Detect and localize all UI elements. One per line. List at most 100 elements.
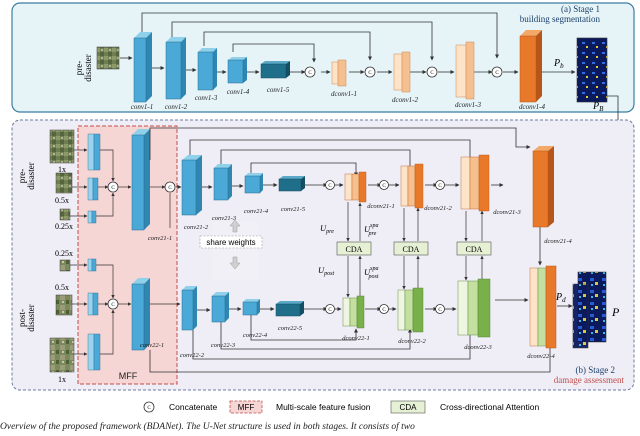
cda-connections — [346, 202, 484, 298]
conv1-4-block — [227, 59, 244, 84]
conv22-3-block — [211, 295, 226, 323]
label-dconv1-1: dconv1-1 — [331, 90, 357, 98]
p-label: P — [611, 305, 620, 319]
cda-label: CDA — [403, 245, 420, 254]
mff-pre-blocks — [87, 129, 150, 231]
mff-concat-nodes — [107, 181, 176, 310]
scale-label: 1x — [58, 165, 66, 174]
concat-letter: C — [308, 71, 312, 76]
legend-cda-box-label: CDA — [400, 403, 418, 412]
dconv22-1-block — [356, 295, 365, 329]
label-conv1-4: conv1-4 — [227, 88, 250, 96]
stage1-forward-arrows — [120, 56, 576, 74]
stage1-concat-nodes — [304, 66, 503, 78]
label-conv21-1: conv21-1 — [148, 235, 172, 242]
legend-concat-text: Concatenate — [169, 402, 217, 412]
stage2-post-concat-letters: C C C — [328, 308, 442, 313]
mff-post-blocks — [87, 258, 150, 371]
label-dconv21-4: dconv21-4 — [544, 238, 572, 245]
cda-box-2 — [393, 241, 429, 256]
label-conv21-5: conv21-5 — [281, 206, 306, 213]
dconv21-3-block — [478, 154, 490, 212]
stage2-pre-skip-connections — [149, 127, 531, 177]
conv22-2-block — [181, 289, 194, 331]
conv22-1-block — [131, 283, 145, 351]
concat-letter: C — [495, 71, 499, 76]
stage2-post-label-a: post- — [17, 309, 27, 327]
mff-concat-letters: C C C — [111, 186, 172, 308]
stage2-output-map-back — [572, 283, 589, 349]
mff-label: MFF — [119, 371, 138, 381]
scale-label: 0.5x — [55, 283, 69, 292]
legend-cda-text: Cross-directional Attention — [440, 402, 539, 412]
label-conv1-2: conv1-2 — [165, 103, 188, 111]
concat-letter: C — [438, 184, 442, 189]
legend-concat-letter: C — [147, 406, 151, 411]
label-dconv22-4: dconv22-4 — [527, 353, 555, 360]
dconv21-1-block — [358, 171, 367, 203]
pre-input-images — [49, 129, 75, 221]
label-conv22-3: conv22-3 — [211, 342, 236, 349]
legend-mff-text: Multi-scale feature fusion — [276, 402, 371, 412]
concat-letter: C — [430, 71, 434, 76]
dconv1-3-block-a — [455, 44, 467, 98]
concat-letter: C — [382, 184, 386, 189]
stage2-post-concat — [325, 304, 445, 314]
conv21-5-block — [278, 178, 302, 192]
stage2-post-decoder — [342, 265, 557, 349]
label-dconv1-4: dconv1-4 — [519, 103, 546, 111]
cda-box-3 — [456, 241, 492, 256]
post-image-0.5x — [55, 294, 73, 316]
conv21-4-block — [244, 175, 261, 194]
scale-label: 0.25x — [55, 249, 73, 258]
stage1-concat-letters: C C C C — [308, 71, 499, 76]
concat-letter: C — [111, 303, 115, 308]
label-dconv1-3: dconv1-3 — [455, 101, 482, 109]
conv1-3-block — [197, 51, 214, 91]
concat-node — [364, 66, 376, 78]
label-dconv21-1: dconv21-1 — [367, 203, 394, 210]
stage2-post-encoder — [181, 286, 304, 331]
concat-node — [491, 66, 503, 78]
label-conv1-5: conv1-5 — [267, 86, 290, 94]
caption: Overview of the proposed framework (BDAN… — [0, 421, 415, 431]
label-dconv21-3: dconv21-3 — [493, 209, 521, 216]
conv1-2-block — [165, 41, 182, 100]
pre-image-0.25x — [59, 208, 71, 221]
conv21-2-block — [181, 159, 197, 216]
stage2-post-skip-connections — [149, 279, 552, 373]
legend: C Concatenate MFF Multi-scale feature fu… — [143, 400, 539, 414]
dconv1-2-block — [401, 51, 411, 93]
label-conv21-4: conv21-4 — [244, 208, 269, 215]
dconv22-3-block — [477, 278, 491, 338]
legend-mff-box-label: MFF — [238, 403, 255, 412]
mff-connections — [70, 148, 181, 356]
stage1-output-map — [576, 37, 608, 103]
label-conv22-1: conv22-1 — [140, 342, 164, 349]
stage1-encoder — [133, 32, 290, 103]
cda-label: CDA — [466, 245, 483, 254]
stage2-pre-labels: conv21-1 conv21-2 conv21-3 conv21-4 conv… — [148, 203, 573, 245]
pre-image-0.5x — [55, 172, 73, 194]
conv22-4-block — [242, 301, 258, 316]
label-dconv22-3: dconv22-3 — [464, 344, 492, 351]
conv22-5-block — [275, 303, 301, 317]
stage2-pre-label-b: disaster — [26, 162, 36, 190]
post-input-images — [49, 259, 75, 373]
stage2-post-label-b: disaster — [26, 304, 36, 332]
stage1-input-image — [96, 46, 120, 70]
conv21-3-block — [213, 167, 229, 201]
stage1-layer-labels: conv1-1 conv1-2 conv1-3 conv1-4 conv1-5 … — [131, 86, 546, 111]
cda-box-1 — [336, 241, 372, 256]
share-weights-box — [199, 235, 263, 249]
cda-label: CDA — [346, 245, 363, 254]
dconv1-4-block — [519, 35, 537, 103]
dconv1-3-block — [465, 41, 475, 100]
label-dconv22-1: dconv22-1 — [342, 335, 369, 342]
dconv21-4-block — [532, 150, 549, 228]
stage2-pre-forward-arrows — [176, 183, 504, 189]
post-image-0.25x — [59, 259, 71, 272]
stage1-title: (a) Stage 1 — [561, 4, 600, 14]
stage2-post-labels: conv22-1 conv22-2 conv22-3 conv22-4 conv… — [140, 325, 556, 360]
